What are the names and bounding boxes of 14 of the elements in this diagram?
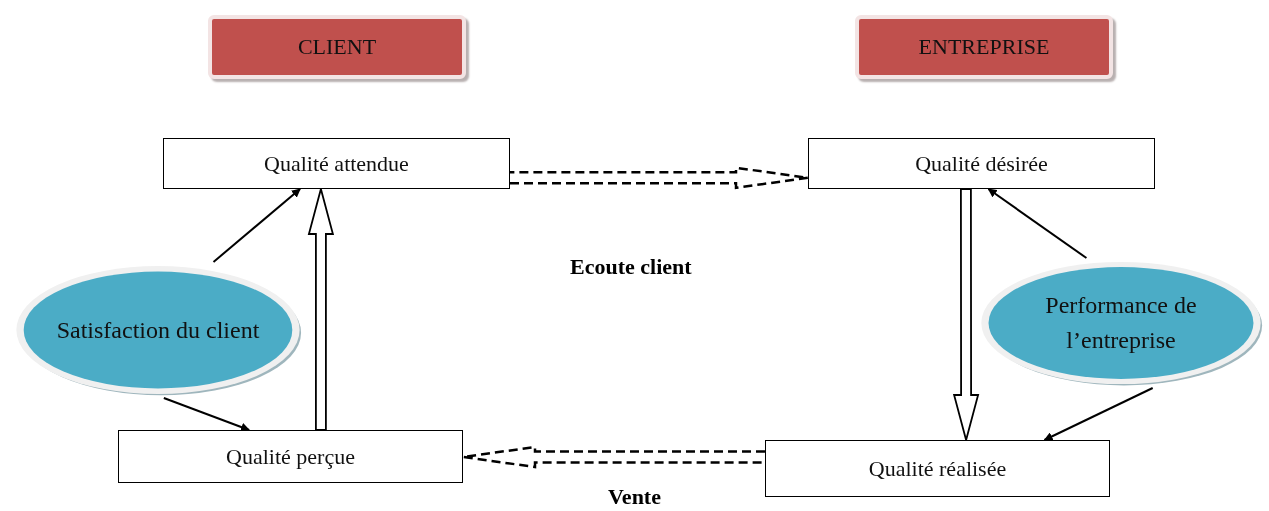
bold-label: Vente	[608, 484, 661, 510]
hollow-arrow	[461, 445, 767, 469]
arrow	[212, 188, 302, 263]
process-box: Qualité désirée	[808, 138, 1155, 189]
process-box: Qualité attendue	[163, 138, 510, 189]
hollow-arrow	[508, 166, 810, 190]
process-box: Qualité réalisée	[765, 440, 1110, 497]
header-box: ENTREPRISE	[855, 15, 1113, 79]
header-box: CLIENT	[208, 15, 466, 79]
bold-label: Ecoute client	[570, 254, 692, 280]
arrow	[162, 397, 251, 432]
arrow	[987, 188, 1088, 259]
process-box: Qualité perçue	[118, 430, 463, 483]
arrow	[1043, 387, 1154, 441]
